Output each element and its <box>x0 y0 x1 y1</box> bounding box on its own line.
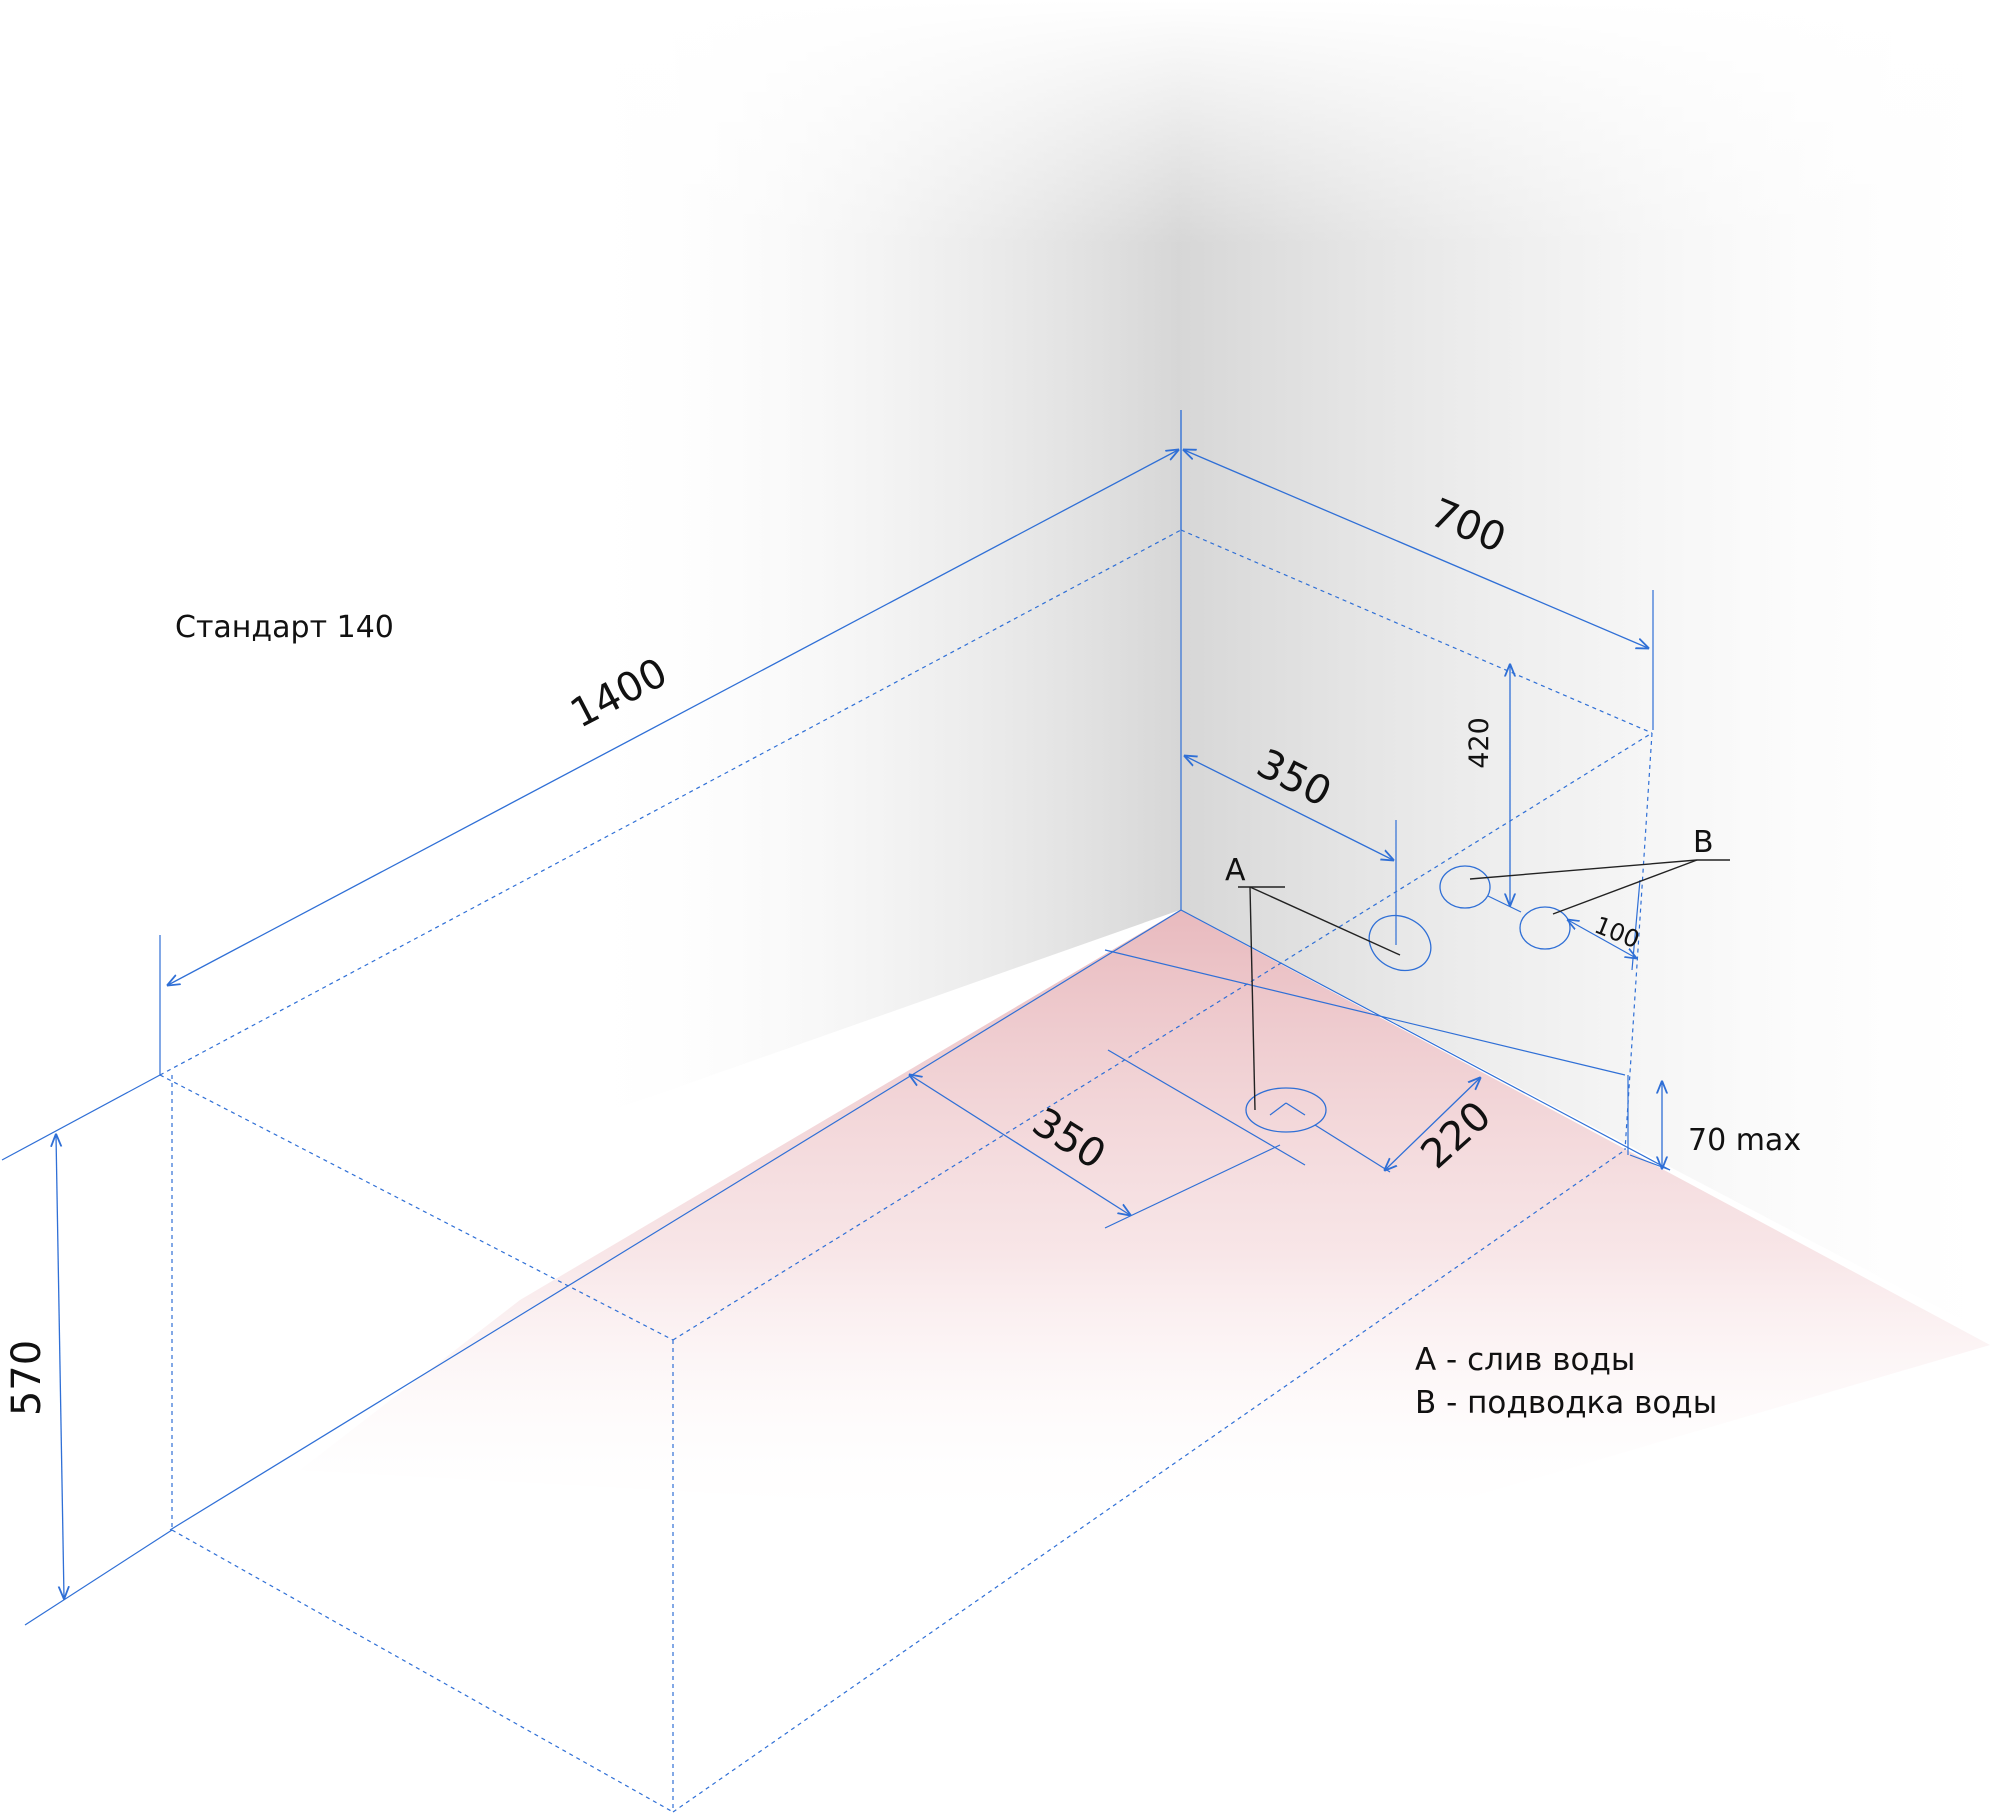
floor-edge-left <box>169 909 1182 1531</box>
wall-drain <box>1368 914 1432 972</box>
legend-drain: A - слив воды <box>1415 1342 1635 1378</box>
dimension-height: 570 <box>1 1074 173 1626</box>
label-70-max: 70 max <box>1688 1123 1801 1158</box>
dimension-floor-gap: 70 max <box>1627 1075 1801 1171</box>
marker-a: A <box>1225 853 1246 888</box>
leader-a <box>1238 886 1401 1111</box>
label-570: 570 <box>4 1340 50 1416</box>
label-420: 420 <box>1464 717 1495 769</box>
floor <box>300 910 1990 1530</box>
legend: A - слив воды B - подводка воды <box>1415 1342 1717 1421</box>
dimension-supply-height: 420 <box>1464 665 1510 905</box>
marker-b: B <box>1693 825 1714 860</box>
drain-wall-guide <box>1104 949 1626 1076</box>
water-supply-inlets <box>1439 865 1571 950</box>
leader-b <box>1469 859 1730 915</box>
legend-supply: B - подводка воды <box>1415 1385 1717 1421</box>
floor-edge-right <box>1180 909 1671 1171</box>
floor-drain <box>1245 1087 1327 1133</box>
wall-fade <box>0 0 2000 700</box>
model-title: Стандарт 140 <box>175 610 394 645</box>
